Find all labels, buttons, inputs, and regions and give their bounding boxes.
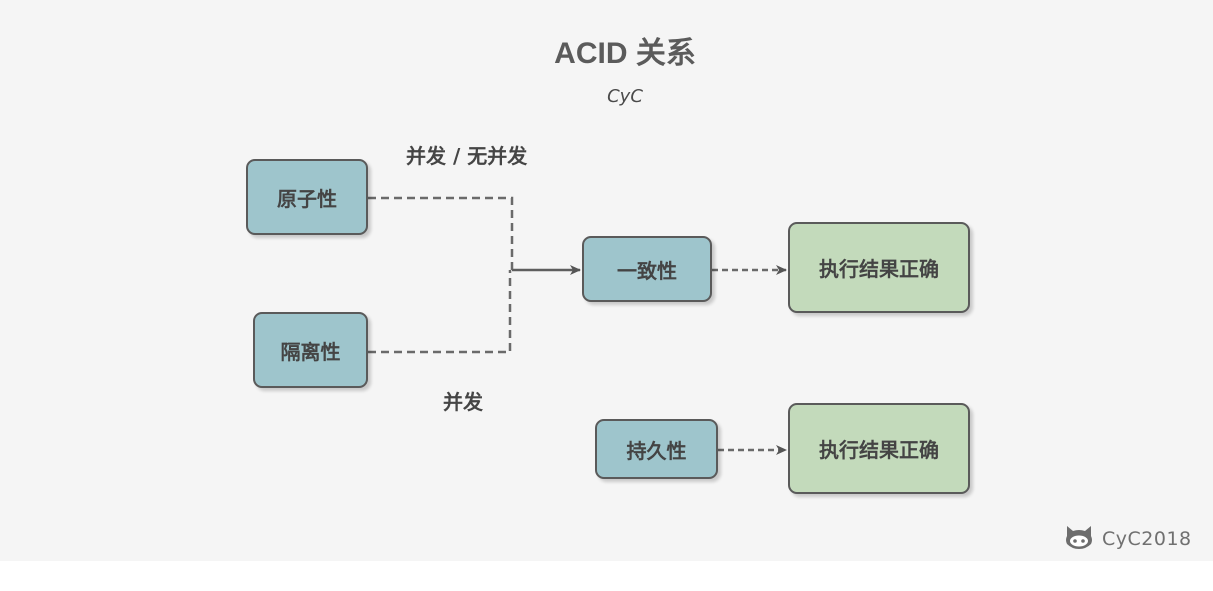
diagram-subtitle: CyC [607, 86, 643, 107]
connectors [368, 196, 787, 455]
diagram-title: ACID 关系 [554, 37, 696, 70]
edge-atomicity-consistency [368, 196, 514, 270]
edge-isolation-consistency [368, 270, 512, 354]
node-consistency: 一致性 [582, 236, 712, 302]
diagram-canvas: ACID 关系 CyC 并发 / 无并发 并发 原子性 隔离性 一致性 持久性 … [246, 37, 1192, 554]
node-correct-result-1: 执行结果正确 [788, 222, 970, 313]
node-isolation: 隔离性 [253, 312, 368, 388]
node-atomicity: 原子性 [246, 159, 368, 235]
node-correct-result-2: 执行结果正确 [788, 403, 970, 494]
github-octocat-icon [1064, 524, 1094, 554]
watermark-text: CyC2018 [1102, 528, 1192, 550]
edge-label-concurrent-or-not: 并发 / 无并发 [406, 144, 528, 168]
watermark: CyC2018 [1064, 524, 1192, 554]
edge-label-concurrent: 并发 [443, 390, 483, 414]
node-durability: 持久性 [595, 419, 718, 479]
